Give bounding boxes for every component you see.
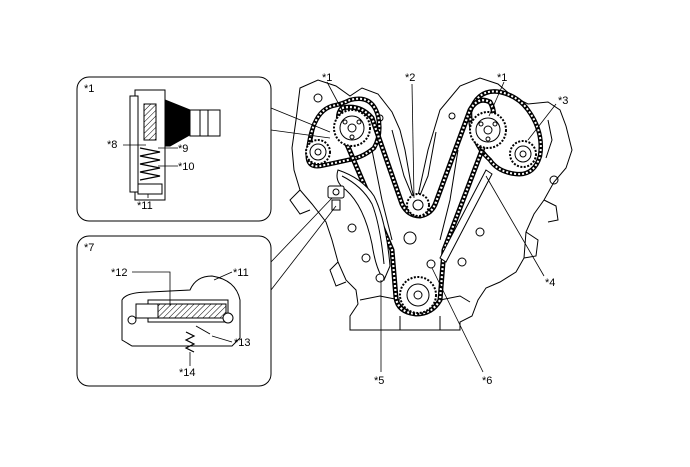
- callout-5: *5: [374, 375, 384, 387]
- chain-guides: [327, 169, 493, 283]
- callout-6: *6: [482, 375, 492, 387]
- callout-3: *3: [558, 95, 568, 107]
- leader-lines: [270, 81, 557, 373]
- left-exhaust-sprocket: [333, 109, 371, 147]
- chain-slipper: [336, 169, 391, 281]
- main-callouts: *1 *2 *1 *3 *4 *5 *6: [322, 72, 568, 387]
- callout-8: *8: [107, 139, 117, 151]
- right-exhaust-sprocket: [509, 140, 537, 168]
- idler-sprocket: [406, 193, 430, 217]
- callout-4: *4: [545, 277, 555, 289]
- chain-damper: [439, 169, 493, 263]
- callout-11-bottom: *11: [233, 267, 249, 279]
- right-intake-sprocket: [469, 111, 507, 149]
- callout-1-right: *1: [497, 72, 507, 84]
- callout-1-left: *1: [322, 72, 332, 84]
- inset-top-title: *1: [84, 83, 94, 95]
- callout-14: *14: [179, 367, 196, 379]
- sprockets: [305, 109, 537, 314]
- inset-top: *1 *8 *9 *10 *11: [76, 76, 272, 222]
- left-intake-sprocket: [305, 139, 331, 165]
- chain-tensioner: [327, 185, 345, 211]
- callout-2: *2: [405, 72, 415, 84]
- callout-12: *12: [111, 267, 128, 279]
- callout-11-top: *11: [137, 200, 153, 212]
- inset-bottom: *7 *12 *11 *13 *14: [76, 235, 272, 387]
- callout-13: *13: [234, 337, 251, 349]
- inset-bottom-title: *7: [84, 242, 94, 254]
- callout-9: *9: [178, 143, 188, 155]
- callout-10: *10: [178, 161, 195, 173]
- crankshaft-sprocket: [399, 276, 437, 314]
